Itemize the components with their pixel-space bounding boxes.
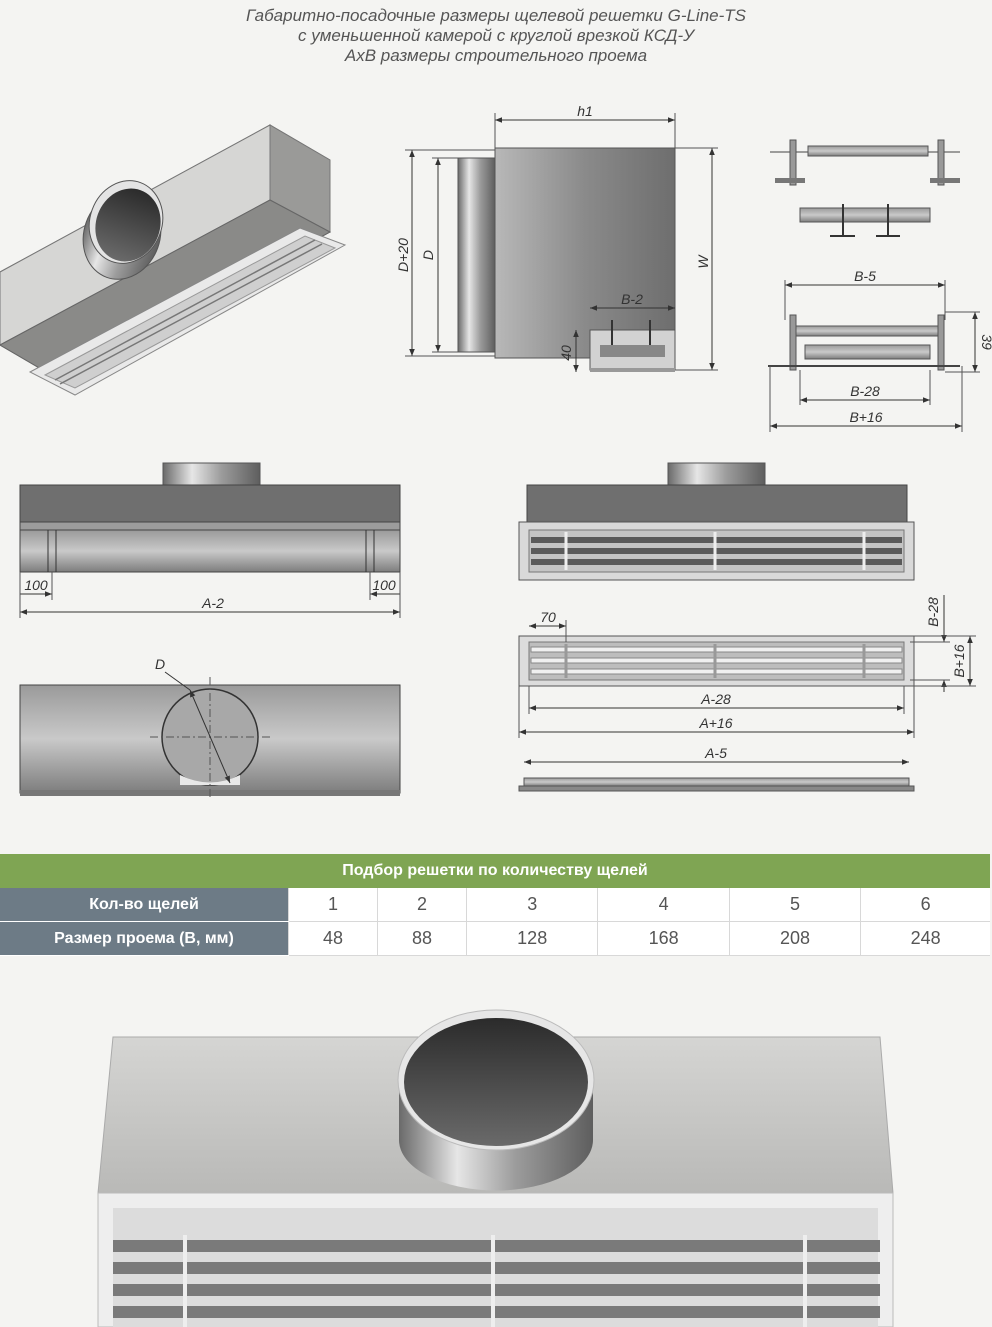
side-section-view: h1 D+20 D W B-2 40 — [395, 103, 718, 372]
dim-b-minus-28-side: B-28 — [925, 597, 941, 627]
dim-d-circle: D — [155, 656, 165, 672]
opening-cell: 128 — [465, 921, 598, 956]
title-line-3: AxB размеры строительного проема — [344, 46, 648, 65]
opening-cell: 248 — [860, 921, 990, 956]
opening-cell: 88 — [377, 921, 467, 956]
slot-selection-table: Подбор решетки по количеству щелей Кол-в… — [0, 854, 990, 956]
dim-d: D — [420, 250, 436, 260]
grille-front-view — [518, 462, 915, 581]
dim-39: 39 — [979, 334, 992, 350]
dim-a-minus-2: A-2 — [201, 595, 224, 611]
product-render — [97, 1009, 894, 1327]
dim-40: 40 — [558, 345, 574, 361]
dim-b-minus-28: B-28 — [850, 383, 880, 399]
slots-cell: 1 — [288, 888, 378, 922]
isometric-view — [0, 124, 347, 396]
slots-cell: 6 — [860, 888, 990, 922]
slots-cell: 5 — [728, 888, 861, 922]
dim-100-left: 100 — [24, 577, 48, 593]
dim-b-plus-16-side: B+16 — [951, 644, 967, 677]
opening-cell: 168 — [597, 921, 730, 956]
grille-face-view: 70 B-28 B+16 A-28 A+16 A-5 — [518, 595, 976, 792]
slots-cell: 3 — [465, 888, 598, 922]
dim-b-plus-16: B+16 — [849, 409, 882, 425]
top-view: D — [19, 656, 401, 797]
profile-details: B-5 39 B-28 B+16 — [768, 139, 992, 432]
page-title: Габаритно-посадочные размеры щелевой реш… — [0, 6, 992, 66]
table-row-slots: Кол-во щелей 1 2 3 4 5 6 — [0, 888, 990, 922]
row-label-slots: Кол-во щелей — [0, 888, 289, 922]
title-line-1: Габаритно-посадочные размеры щелевой реш… — [245, 6, 747, 25]
opening-cell: 208 — [728, 921, 861, 956]
dim-a-minus-5: A-5 — [704, 745, 727, 761]
front-view: 100 100 A-2 — [19, 462, 401, 618]
opening-cell: 48 — [288, 921, 378, 956]
dim-b-minus-2: B-2 — [621, 291, 643, 307]
slots-cell: 2 — [377, 888, 467, 922]
slots-cell: 4 — [597, 888, 730, 922]
dim-70: 70 — [540, 609, 556, 625]
dim-a-minus-28: A-28 — [700, 691, 731, 707]
row-label-opening: Размер проема (В, мм) — [0, 921, 289, 956]
dim-b-minus-5: B-5 — [854, 268, 876, 284]
table-row-opening: Размер проема (В, мм) 48 88 128 168 208 … — [0, 921, 990, 956]
dim-d-plus-20: D+20 — [395, 238, 411, 272]
table-header: Подбор решетки по количеству щелей — [0, 854, 990, 888]
dim-100-right: 100 — [372, 577, 396, 593]
dim-w: W — [695, 254, 711, 269]
dim-h1: h1 — [577, 103, 593, 119]
title-line-2: с уменьшенной камерой с круглой врезкой … — [298, 26, 694, 45]
dim-a-plus-16: A+16 — [698, 715, 732, 731]
